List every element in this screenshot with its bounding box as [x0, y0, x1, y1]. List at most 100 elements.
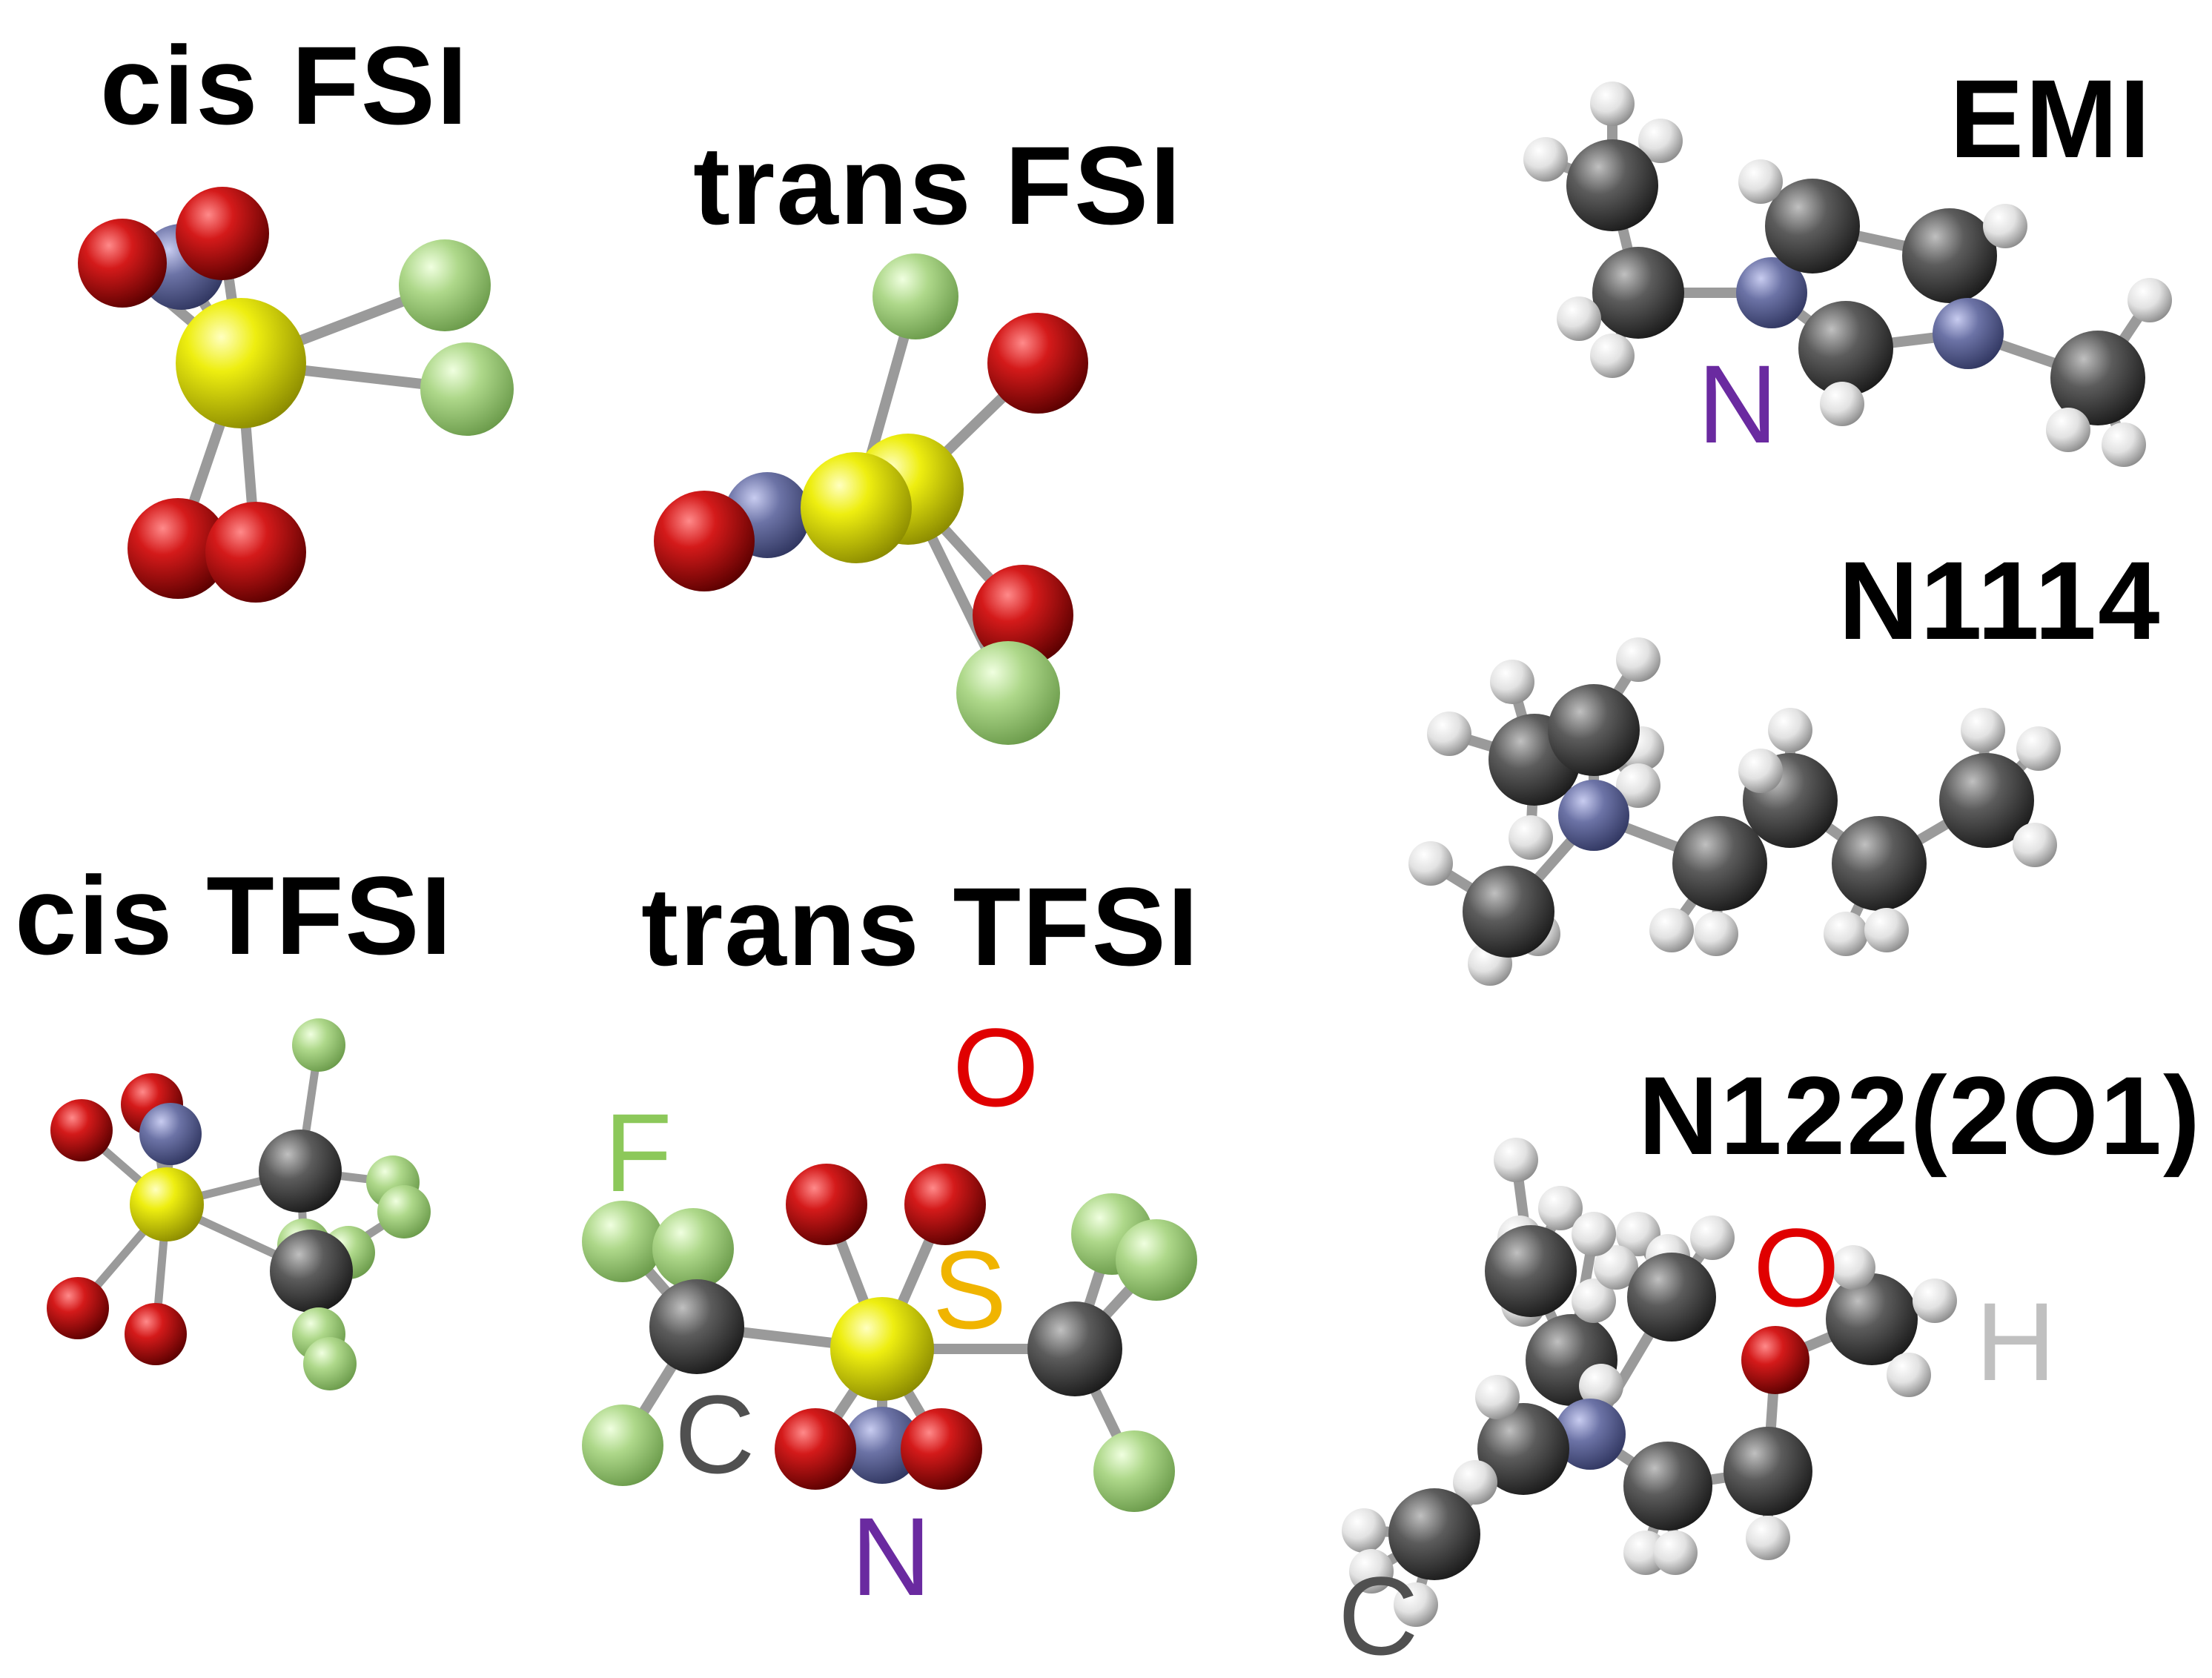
cis-tfsi-fluorine-atom [303, 1337, 357, 1390]
n1114-hydrogen-atom [2016, 726, 2061, 771]
emi-carbon-atom [1765, 179, 1860, 273]
emi-hydrogen-atom [1557, 296, 1601, 341]
n122-2o1-carbon-atom [1826, 1273, 1918, 1365]
n1114-hydrogen-atom [1408, 841, 1453, 886]
title-n122-2o1: N122(2O1) [1638, 1053, 2202, 1178]
trans-fsi-oxygen-atom [654, 491, 755, 591]
cis-tfsi-oxygen-atom [50, 1099, 113, 1161]
trans-tfsi-oxygen-atom [904, 1164, 986, 1245]
emi-hydrogen-atom [1820, 382, 1864, 426]
n1114-carbon-atom [1463, 866, 1554, 958]
n122-2o1-hydrogen-atom [1913, 1279, 1957, 1323]
trans-tfsi-oxygen-atom [786, 1164, 867, 1245]
n122-2o1-nitrogen-atom [1554, 1399, 1626, 1470]
cis-fsi-sulfur-atom [176, 298, 306, 428]
n122-2o1-hydrogen-atom [1594, 1245, 1638, 1290]
cis-fsi-oxygen-atom [128, 498, 228, 599]
n1114-hydrogen-atom [1427, 712, 1471, 756]
n122-2o1-oxygen-atom [1741, 1326, 1809, 1394]
n1114-hydrogen-atom [1649, 908, 1694, 952]
n1114-hydrogen-atom [1738, 749, 1783, 793]
n1114-hydrogen-atom [2013, 823, 2057, 867]
trans-fsi-fluorine-atom [956, 641, 1060, 745]
trans-tfsi-oxygen-atom [775, 1408, 856, 1490]
n1114-hydrogen-atom [1616, 637, 1660, 682]
element-label-n122-h: H [1976, 1279, 2056, 1404]
element-label-tfsi-n: N [851, 1494, 932, 1619]
trans-fsi-oxygen-atom [973, 565, 1073, 666]
emi-carbon-atom [1798, 301, 1893, 396]
cis-tfsi-sulfur-atom [130, 1167, 204, 1241]
emi-hydrogen-atom [1638, 119, 1683, 163]
cis-fsi-oxygen-atom [78, 219, 167, 308]
cis-fsi-fluorine-atom [420, 342, 514, 436]
cis-tfsi-carbon-atom [259, 1130, 342, 1213]
trans-fsi-fluorine-atom [872, 253, 958, 339]
trans-tfsi-sulfur-atom [830, 1297, 934, 1401]
emi-hydrogen-atom [1590, 82, 1635, 126]
trans-tfsi-fluorine-atom [582, 1405, 663, 1486]
cis-fsi-fluorine-atom [399, 239, 491, 331]
n122-2o1-hydrogen-atom [1453, 1460, 1497, 1505]
title-cis-tfsi: cis TFSI [15, 853, 454, 978]
trans-fsi-sulfur-atom [801, 452, 912, 563]
element-label-tfsi-o: O [953, 1005, 1039, 1130]
cis-fsi-oxygen-atom [205, 502, 306, 603]
n122-2o1-hydrogen-atom [1349, 1549, 1394, 1594]
n1114-carbon-atom [1939, 753, 2034, 848]
n1114-hydrogen-atom [1864, 908, 1909, 952]
element-label-n122-o: O [1753, 1205, 1840, 1330]
emi-nitrogen-atom [1933, 298, 2004, 369]
trans-tfsi-nitrogen-atom [844, 1407, 921, 1484]
trans-tfsi-fluorine-atom [652, 1208, 734, 1290]
emi-nitrogen-atom [1736, 257, 1807, 328]
n122-2o1-hydrogen-atom [1831, 1245, 1875, 1290]
trans-tfsi-carbon-atom [649, 1279, 744, 1374]
emi-carbon-atom [1592, 247, 1684, 339]
n1114-carbon-atom [1832, 816, 1927, 911]
trans-fsi-oxygen-atom [987, 313, 1088, 414]
n122-2o1-carbon-atom [1477, 1403, 1569, 1495]
cis-tfsi-oxygen-atom [125, 1303, 187, 1365]
element-label-tfsi-f: F [604, 1090, 672, 1215]
cis-tfsi-fluorine-atom [377, 1185, 431, 1238]
cis-fsi-oxygen-atom [176, 187, 269, 280]
trans-tfsi-fluorine-atom [1116, 1219, 1197, 1301]
n1114-hydrogen-atom [1694, 912, 1738, 956]
emi-hydrogen-atom [1738, 159, 1783, 204]
n122-2o1-carbon-atom [1485, 1225, 1577, 1317]
n122-2o1-carbon-atom [1723, 1427, 1812, 1516]
n122-2o1-hydrogen-atom [1579, 1364, 1623, 1408]
n1114-hydrogen-atom [1509, 815, 1553, 860]
n1114-hydrogen-atom [1490, 660, 1534, 704]
trans-tfsi-fluorine-atom [1093, 1430, 1175, 1512]
emi-hydrogen-atom [2046, 408, 2090, 452]
element-label-n122-c: C [1338, 1553, 1419, 1678]
emi-hydrogen-atom [1983, 204, 2027, 248]
title-emi: EMI [1950, 56, 2152, 181]
cis-tfsi-oxygen-atom [47, 1277, 109, 1339]
trans-tfsi-oxygen-atom [901, 1408, 982, 1490]
title-trans-tfsi: trans TFSI [641, 864, 1200, 989]
trans-tfsi-fluorine-atom [582, 1201, 663, 1282]
n122-2o1-hydrogen-atom [1494, 1138, 1538, 1182]
n122-2o1-hydrogen-atom [1394, 1582, 1438, 1627]
n1114-nitrogen-atom [1558, 780, 1629, 851]
n122-2o1-hydrogen-atom [1653, 1531, 1698, 1575]
element-label-emi-n: N [1698, 342, 1778, 466]
n122-2o1-carbon-atom [1623, 1442, 1712, 1531]
emi-hydrogen-atom [1590, 334, 1635, 378]
n122-2o1-hydrogen-atom [1572, 1279, 1616, 1323]
n122-2o1-hydrogen-atom [1690, 1216, 1735, 1260]
n122-2o1-hydrogen-atom [1342, 1508, 1386, 1553]
n1114-carbon-atom [1672, 816, 1767, 911]
title-n1114: N1114 [1838, 538, 2162, 663]
emi-hydrogen-atom [1523, 137, 1568, 182]
n1114-hydrogen-atom [1616, 763, 1660, 808]
n122-2o1-carbon-atom [1627, 1253, 1716, 1342]
emi-hydrogen-atom [2127, 278, 2172, 322]
n122-2o1-hydrogen-atom [1475, 1375, 1520, 1419]
emi-carbon-atom [1902, 208, 1997, 303]
n1114-hydrogen-atom [1824, 912, 1868, 956]
